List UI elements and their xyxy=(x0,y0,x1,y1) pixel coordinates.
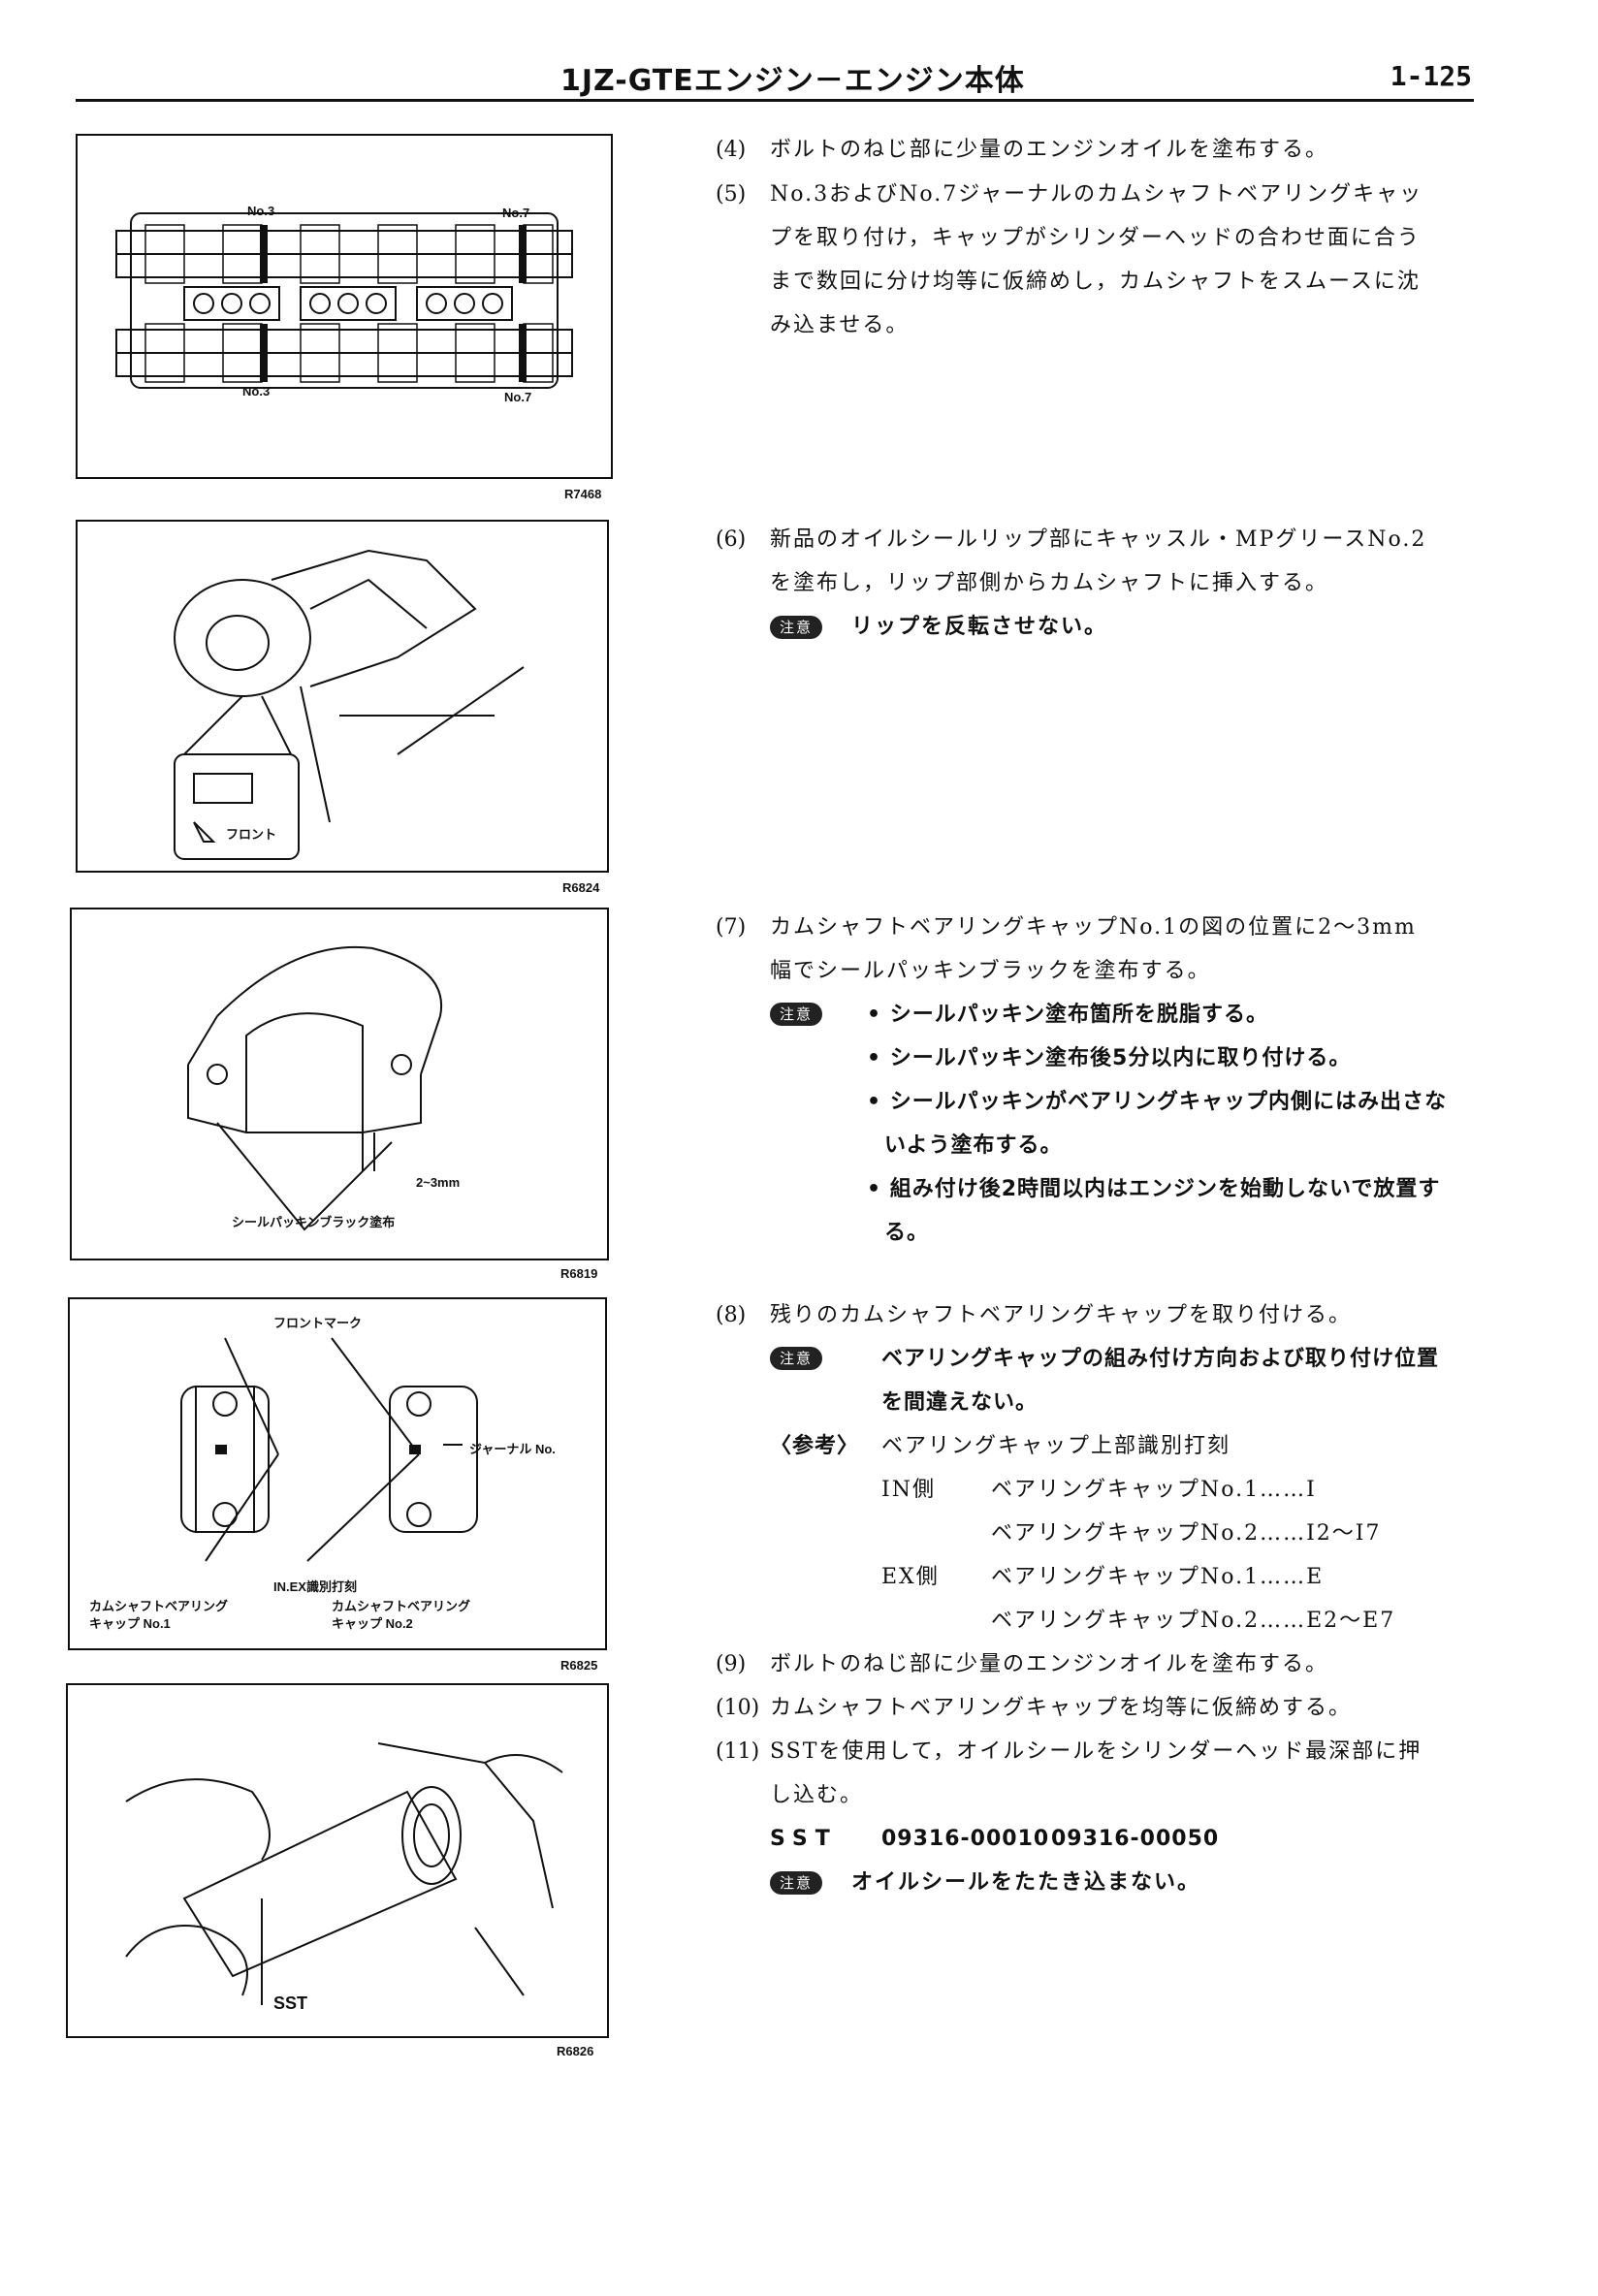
label-cap-no2-line2: キャップ No.2 xyxy=(332,1616,413,1631)
step-text: し込む。 xyxy=(770,1783,864,1807)
caution-text: リップを反転させない。 xyxy=(851,615,1108,639)
page-header: 1JZ-GTEエンジン－エンジン本体 1-125 xyxy=(76,54,1472,99)
label-in-ex-mark: IN.EX識別打刻 xyxy=(273,1579,357,1594)
figure-code: R6824 xyxy=(562,880,600,895)
step-text: 残りのカムシャフトベアリングキャップを取り付ける。 xyxy=(770,1303,1353,1327)
step-number: (4) xyxy=(716,138,747,162)
step-text: 幅でシールパッキンブラックを塗布する。 xyxy=(770,959,1211,983)
sst-label: SST xyxy=(770,1827,838,1851)
label-seal-packing: シールパッキンブラック塗布 xyxy=(232,1215,396,1229)
step-text: を塗布し，リップ部側からカムシャフトに挿入する。 xyxy=(770,571,1329,595)
step-text: カムシャフトベアリングキャップNo.1の図の位置に2～3mm xyxy=(770,915,1417,940)
label-journal-no: ジャーナル No. xyxy=(469,1442,556,1456)
bearing-caps-drawing xyxy=(180,1337,478,1562)
figure-bearing-cap-marks: フロントマーク ジャーナル No. IN.EX識別打刻 カムシャフトベアリング … xyxy=(68,1297,607,1650)
step-text: まで数回に分け均等に仮締めし，カムシャフトをスムースに沈 xyxy=(770,270,1421,294)
step-number: (9) xyxy=(716,1652,747,1676)
step-text: ボルトのねじ部に少量のエンジンオイルを塗布する。 xyxy=(770,1652,1329,1676)
step-text: プを取り付け，キャップがシリンダーヘッドの合わせ面に合う xyxy=(770,226,1421,250)
reference-side: IN側 xyxy=(881,1478,936,1502)
caution-item: • シールパッキン塗布後5分以内に取り付ける。 xyxy=(867,1046,1352,1070)
figure-code: R6825 xyxy=(560,1658,598,1673)
caution-item: • 組み付け後2時間以内はエンジンを始動しないで放置す xyxy=(867,1177,1441,1201)
label-front-mark: フロントマーク xyxy=(273,1316,363,1330)
label-cap-no1-line2: キャップ No.1 xyxy=(89,1616,171,1631)
caution-text: オイルシールをたたき込まない。 xyxy=(851,1870,1201,1895)
label-no3-bottom: No.3 xyxy=(242,384,271,399)
caution-badge: 注意 xyxy=(770,1871,823,1895)
bearing-cap-drawing xyxy=(187,945,443,1231)
label-front: フロント xyxy=(226,827,277,842)
step-number: (11) xyxy=(716,1739,760,1764)
sst-code: 09316-00050 xyxy=(1051,1827,1220,1851)
figure-oil-seal: フロント xyxy=(76,520,609,873)
figure-code: R7468 xyxy=(564,487,602,501)
page-title: 1JZ-GTEエンジン－エンジン本体 xyxy=(560,64,1025,98)
caution-badge: 注意 xyxy=(770,1003,823,1026)
label-cap-no2-line1: カムシャフトベアリング xyxy=(332,1599,471,1613)
reference-row: ベアリングキャップNo.2……I2～I7 xyxy=(991,1521,1382,1546)
caution-item: • シールパッキン塗布箇所を脱脂する。 xyxy=(867,1003,1269,1027)
label-width: 2~3mm xyxy=(416,1175,461,1190)
step-text: み込ませる。 xyxy=(770,313,910,337)
reference-row: ベアリングキャップNo.1……I xyxy=(991,1478,1317,1502)
figure-camshaft-top-view: No.3 No.7 No.3 No.7 xyxy=(76,134,613,479)
label-sst: SST xyxy=(273,1993,308,2013)
figure-sst-press: SST xyxy=(66,1683,609,2038)
step-text: カムシャフトベアリングキャップを均等に仮締めする。 xyxy=(770,1696,1353,1720)
camshaft-drawing xyxy=(115,212,573,389)
figure-bearing-cap-seal: 2~3mm シールパッキンブラック塗布 xyxy=(70,908,609,1260)
label-cap-no1-line1: カムシャフトベアリング xyxy=(89,1599,229,1613)
reference-row: ベアリングキャップNo.2……E2～E7 xyxy=(991,1609,1396,1633)
step-text: No.3およびNo.7ジャーナルのカムシャフトベアリングキャッ xyxy=(770,182,1423,207)
reference-title: ベアリングキャップ上部識別打刻 xyxy=(881,1434,1231,1458)
page-number: 1-125 xyxy=(1390,60,1472,92)
step-number: (6) xyxy=(716,527,747,552)
label-no3-top: No.3 xyxy=(247,204,275,218)
figure-code: R6819 xyxy=(560,1266,598,1281)
step-number: (8) xyxy=(716,1303,747,1327)
caution-item: ベアリングキャップの組み付け方向および取り付け位置 xyxy=(881,1347,1440,1371)
step-number: (7) xyxy=(716,915,747,940)
sst-code: 09316-00010 xyxy=(881,1827,1050,1851)
reference-label: 〈参考〉 xyxy=(770,1434,860,1458)
caution-badge: 注意 xyxy=(770,1347,823,1370)
sst-drawing xyxy=(125,1742,563,2005)
oil-seal-drawing xyxy=(174,549,525,860)
label-no7-top: No.7 xyxy=(502,206,530,220)
caution-item: を間違えない。 xyxy=(881,1390,1039,1415)
label-no7-bottom: No.7 xyxy=(504,390,532,404)
step-number: (5) xyxy=(716,182,747,207)
caution-item: いよう塗布する。 xyxy=(884,1133,1063,1158)
reference-side: EX側 xyxy=(881,1565,940,1589)
reference-row: ベアリングキャップNo.1……E xyxy=(991,1565,1325,1589)
step-text: ボルトのねじ部に少量のエンジンオイルを塗布する。 xyxy=(770,138,1329,162)
caution-item: る。 xyxy=(884,1221,930,1245)
step-text: SSTを使用して，オイルシールをシリンダーヘッド最深部に押 xyxy=(770,1739,1422,1764)
step-text: 新品のオイルシールリップ部にキャッスル・MPグリースNo.2 xyxy=(770,527,1427,552)
figure-code: R6826 xyxy=(557,2044,594,2058)
caution-item: • シールパッキンがベアリングキャップ内側にはみ出さな xyxy=(867,1090,1448,1114)
step-number: (10) xyxy=(716,1696,760,1720)
header-rule xyxy=(76,99,1474,102)
caution-badge: 注意 xyxy=(770,616,823,639)
